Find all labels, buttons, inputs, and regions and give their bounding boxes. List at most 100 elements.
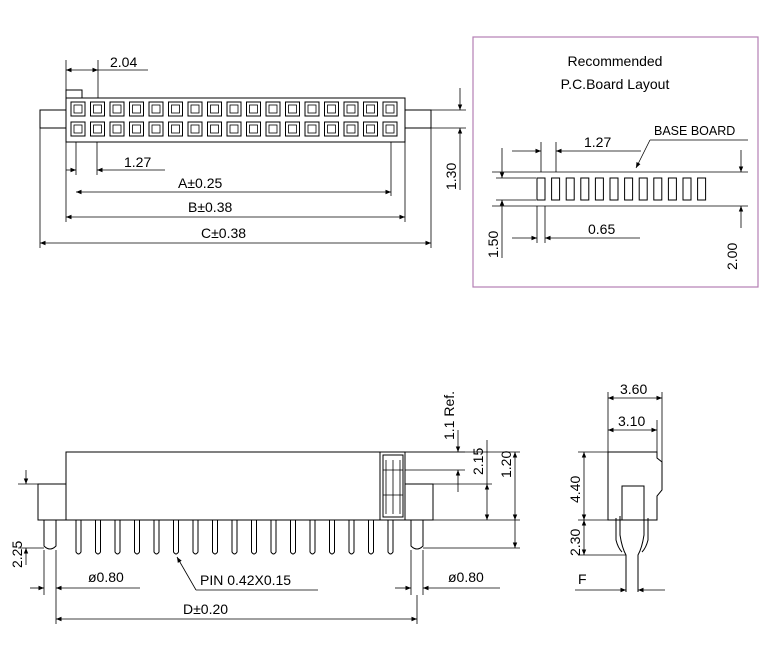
contact-cavity-inner <box>307 124 317 134</box>
pin <box>192 520 199 555</box>
pcb-pad-length: 1.50 <box>485 231 501 258</box>
contact-cavity <box>304 101 320 117</box>
side-width-inner: 3.10 <box>618 413 645 429</box>
post-dia-right: ø0.80 <box>448 569 484 585</box>
contact-cavity <box>285 121 300 137</box>
pcb-title-line2: P.C.Board Layout <box>561 76 670 92</box>
contact-cavity <box>187 101 203 117</box>
contact-cavity-inner <box>288 124 297 134</box>
pcb-pad <box>667 177 677 201</box>
side-cavity <box>621 485 645 521</box>
pcb-pad <box>624 177 634 201</box>
right-post <box>410 520 424 550</box>
contact-cavity-inner <box>190 104 200 114</box>
pcb-pads <box>536 177 707 201</box>
latch-tab <box>65 89 83 99</box>
right-ear-front <box>404 483 434 521</box>
pcb-layout-frame <box>472 36 759 288</box>
contact-cavity <box>70 121 86 137</box>
post-dia-left: ø0.80 <box>88 569 124 585</box>
contact-cavity <box>90 121 105 137</box>
side-view: 3.60 3.10 4.40 2.30 F <box>567 381 665 593</box>
contact-cavity <box>382 101 398 117</box>
contact-cavity <box>382 121 398 137</box>
pin <box>173 520 179 555</box>
pcb-pad <box>682 177 692 201</box>
contact-cavity-inner <box>132 124 141 134</box>
dim-b: B±0.38 <box>188 199 232 215</box>
side-height-tail: 2.30 <box>567 529 583 556</box>
pcb-pitch: 1.27 <box>584 134 611 150</box>
contact-cavity <box>226 121 242 137</box>
pin <box>309 520 316 555</box>
dim-120: 1.20 <box>498 451 514 478</box>
contact-cavity-inner <box>346 104 356 114</box>
contact-cavity <box>148 101 164 117</box>
contact-cavity-inner <box>307 104 317 114</box>
contact-cavity <box>129 121 144 137</box>
contact-cavity-inner <box>288 104 297 114</box>
dim-c: C±0.38 <box>201 225 246 241</box>
contact-cavity-inner <box>366 124 375 134</box>
side-height-body: 4.40 <box>567 476 583 503</box>
contact-cavity-inner <box>366 104 375 114</box>
pcb-pad <box>638 177 648 201</box>
pcb-pad <box>594 177 604 201</box>
contact-cavity-inner <box>93 104 102 114</box>
contact-cavity <box>343 121 359 137</box>
pin <box>75 520 82 555</box>
contact-cavities <box>70 101 398 137</box>
contact-cavity <box>265 101 281 117</box>
contact-cavity <box>285 101 300 117</box>
contact-cavity-inner <box>73 104 83 114</box>
contact-cavity-inner <box>249 104 258 114</box>
pin <box>134 520 140 555</box>
end-contact-detail <box>382 454 404 518</box>
contact-cavity <box>187 121 203 137</box>
contact-cavity-inner <box>112 124 122 134</box>
pin <box>368 520 374 555</box>
dim-f: F <box>578 571 587 587</box>
pcb-pad <box>565 177 575 201</box>
contact-cavity <box>363 101 378 117</box>
pcb-pad <box>653 177 663 201</box>
pcb-pad-width: 0.65 <box>588 221 615 237</box>
contact-cavity-inner <box>385 104 395 114</box>
contact-cavity-inner <box>151 104 161 114</box>
pin-label: PIN 0.42X0.15 <box>200 572 291 588</box>
contact-cavity <box>324 101 339 117</box>
contact-cavity <box>324 121 339 137</box>
pin <box>270 520 277 555</box>
pcb-title-line1: Recommended <box>568 53 663 69</box>
connector-body-top <box>65 97 406 143</box>
contact-cavity-inner <box>171 104 180 114</box>
left-post <box>43 520 57 550</box>
contact-cavity-inner <box>327 104 336 114</box>
pin <box>114 520 121 555</box>
contact-cavity-inner <box>268 104 278 114</box>
pins-front <box>75 520 394 555</box>
contact-cavity <box>168 101 183 117</box>
contact-cavity <box>70 101 86 117</box>
contact-cavity <box>207 121 222 137</box>
side-width-outer: 3.60 <box>620 381 647 397</box>
contact-cavity-inner <box>229 124 239 134</box>
contact-cavity <box>246 121 261 137</box>
pcb-layout-panel: Recommended P.C.Board Layout BASE BOARD … <box>472 36 759 288</box>
contact-cavity <box>148 121 164 137</box>
dim-pitch-204: 2.04 <box>110 54 137 70</box>
contact-cavity <box>265 121 281 137</box>
contact-cavity <box>363 121 378 137</box>
contact-cavity-inner <box>346 124 356 134</box>
pin <box>290 520 296 555</box>
front-view: 1.1 Ref. 2.15 1.20 2.25 ø0.80 ø0.80 <box>9 391 520 624</box>
pcb-pad <box>580 177 590 201</box>
pcb-row-span: 2.00 <box>724 243 740 270</box>
contact-cavity <box>109 101 125 117</box>
contact-cavity-inner <box>112 104 122 114</box>
contact-cavity-inner <box>268 124 278 134</box>
contact-cavity-inner <box>190 124 200 134</box>
contact-cavity-inner <box>229 104 239 114</box>
contact-cavity-inner <box>385 124 395 134</box>
pin <box>153 520 160 555</box>
